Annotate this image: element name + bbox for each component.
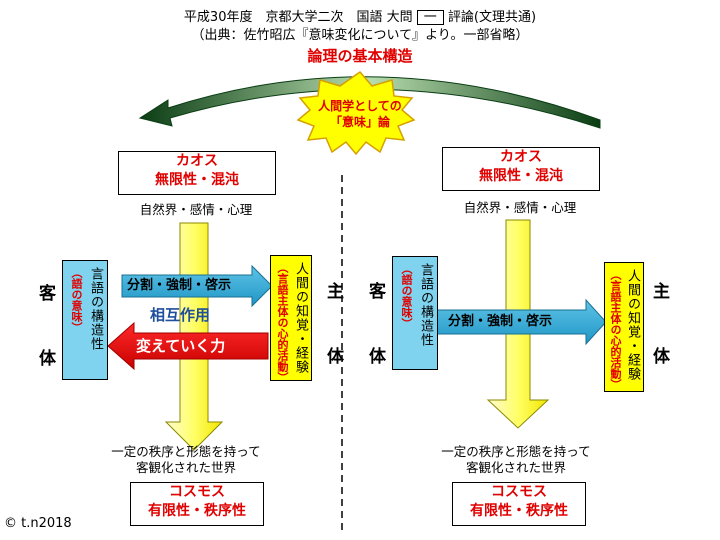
left-world-line-2: 客観化された世界 — [135, 460, 236, 475]
left-cosmos-title: コスモス — [169, 484, 225, 500]
left-human-box: 人間の知覚・経験 （言語主体の心的活動） — [270, 255, 312, 383]
center-badge: 人間学としての 「意味」論 — [306, 98, 414, 130]
left-cosmos-sub: 有限性・秩序性 — [148, 503, 246, 519]
right-subject-label: 主 体 — [649, 282, 669, 378]
left-arrow-left-label: 変えていく力 — [136, 337, 226, 355]
left-language-sub: （語の意味） — [70, 267, 83, 333]
right-human-sub: （言語主体の心的活動） — [609, 269, 622, 390]
header-genre: 評論(文理共通) — [447, 10, 537, 25]
left-object-label: 客 体 — [35, 284, 55, 380]
left-cosmos-box: コスモス 有限性・秩序性 — [130, 482, 264, 526]
right-cosmos-title: コスモス — [491, 484, 547, 500]
badge-line-2: 「意味」論 — [329, 115, 390, 129]
copyright: © t.n2018 — [4, 516, 72, 531]
right-chaos-title: カオス — [500, 149, 542, 165]
left-human-text: 人間の知覚・経験 — [293, 262, 308, 374]
right-world-line-2: 客観化された世界 — [465, 460, 566, 475]
left-mutual-label: 相互作用 — [150, 306, 211, 324]
feedback-arc — [138, 76, 601, 129]
diagram-title: 論理の基本構造 — [307, 47, 413, 65]
header-line-1: 平成30年度 京都大学二次 国語 大問 一 評論(文理共通) — [0, 10, 720, 26]
right-nature-label: 自然界・感情・心理 — [463, 200, 577, 215]
right-language-text: 言語の構造性 — [418, 263, 433, 347]
left-language-text: 言語の構造性 — [88, 267, 103, 351]
right-human-box: 人間の知覚・経験 （言語主体の心的活動） — [604, 262, 644, 392]
right-language-sub: （語の意味） — [400, 263, 413, 329]
left-blue-right-arrow — [121, 264, 273, 308]
left-nature-label: 自然界・感情・心理 — [139, 202, 253, 217]
right-world-line-1: 一定の秩序と形態を持って — [441, 444, 591, 459]
right-chaos-box: カオス 無限性・混沌 — [442, 147, 600, 191]
badge-line-1: 人間学としての — [318, 99, 402, 113]
right-human-text: 人間の知覚・経験 — [625, 269, 640, 381]
left-human-sub: （言語主体の心的活動） — [276, 262, 289, 383]
left-red-left-arrow — [107, 321, 269, 371]
left-chaos-box: カオス 無限性・混沌 — [118, 151, 276, 195]
left-arrow-right-label: 分割・強制・啓示 — [127, 278, 232, 293]
left-subject-label: 主 体 — [323, 282, 343, 378]
right-chaos-sub: 無限性・混沌 — [479, 168, 563, 184]
header-question-box: 一 — [416, 10, 444, 25]
header-exam: 平成30年度 京都大学二次 国語 大問 — [183, 10, 413, 25]
right-cosmos-box: コスモス 有限性・秩序性 — [452, 482, 586, 526]
left-world-label: 一定の秩序と形態を持って 客観化された世界 — [86, 444, 286, 476]
left-chaos-sub: 無限性・混沌 — [155, 172, 239, 188]
header-source: （出典：佐竹昭広『意味変化について』より。一部省略） — [191, 28, 529, 43]
left-chaos-title: カオス — [176, 153, 218, 169]
left-language-box: 言語の構造性 （語の意味） — [62, 260, 108, 380]
right-blue-right-arrow — [435, 298, 607, 346]
left-world-line-1: 一定の秩序と形態を持って — [111, 444, 261, 459]
right-world-label: 一定の秩序と形態を持って 客観化された世界 — [416, 444, 616, 476]
right-object-label: 客 体 — [365, 282, 385, 378]
right-language-box: 言語の構造性 （語の意味） — [392, 256, 438, 370]
right-arrow-right-label: 分割・強制・啓示 — [448, 314, 553, 329]
starburst-shape — [296, 70, 416, 156]
right-cosmos-sub: 有限性・秩序性 — [470, 503, 568, 519]
